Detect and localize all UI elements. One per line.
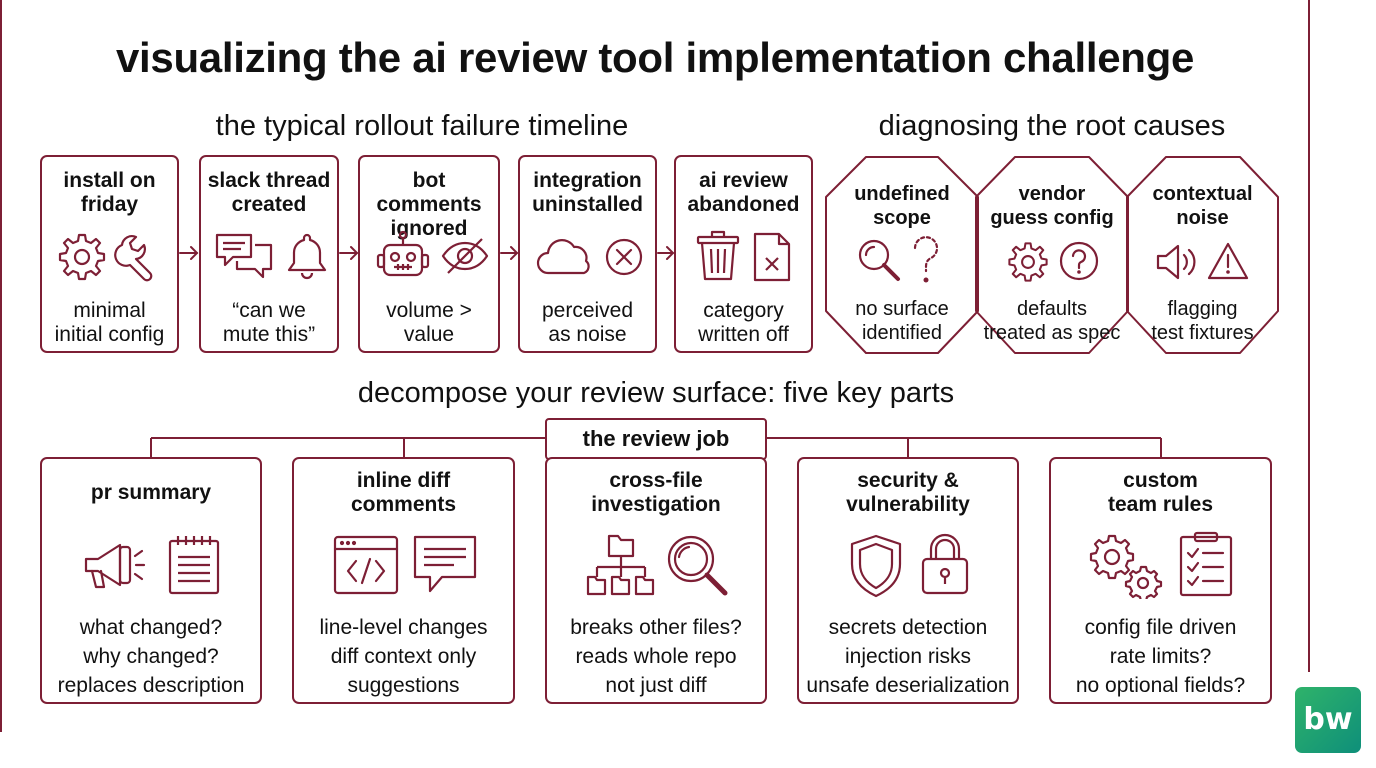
checklist-icon <box>1179 531 1233 597</box>
cause-undefined-scope: undefined scope no surface identified <box>826 157 978 353</box>
timeline-step-bot: bot comments ignored volume > value <box>358 155 500 353</box>
step-title: ai review abandoned <box>687 169 800 216</box>
gears-icon <box>1089 534 1163 599</box>
part-title: cross-file investigation <box>591 469 721 516</box>
frame-right-line <box>1308 0 1310 672</box>
step-desc: “can we mute this” <box>222 299 316 346</box>
part-title: inline diff comments <box>350 469 457 516</box>
megaphone-icon <box>84 543 146 589</box>
question-dotted-icon <box>913 236 939 283</box>
x-circle-icon <box>605 238 643 276</box>
part-custom-rules: custom team rules config file driven rat… <box>1049 457 1272 704</box>
timeline-step-abandoned: ai review abandoned category written off <box>674 155 813 353</box>
review-job-box: the review job <box>545 418 767 460</box>
part-desc: secrets detection injection risks unsafe… <box>806 616 1010 697</box>
warning-icon <box>1207 242 1249 280</box>
step-title: install on friday <box>63 169 156 216</box>
step-desc: category written off <box>698 299 789 346</box>
speaker-icon <box>1156 244 1196 280</box>
brand-logo: bw <box>1295 687 1361 753</box>
notepad-icon <box>168 536 220 595</box>
cause-contextual-noise: contextual noise flagging test fixtures <box>1127 157 1278 353</box>
shield-icon <box>850 534 902 598</box>
code-window-icon <box>333 535 399 595</box>
bell-icon <box>287 233 327 280</box>
robot-icon <box>376 230 430 277</box>
comment-icon <box>413 535 477 593</box>
part-desc: line-level changes diff context only sug… <box>319 616 488 697</box>
magnifier-icon <box>667 535 728 596</box>
file-x-icon <box>753 232 791 282</box>
decompose-heading: decompose your review surface: five key … <box>357 377 955 409</box>
timeline-step-slack: slack thread created “can we mute this” <box>199 155 339 353</box>
trash-icon <box>696 230 740 281</box>
part-cross-file: cross-file investigation breaks other fi… <box>545 457 767 704</box>
part-desc: config file driven rate limits? no optio… <box>1075 616 1246 697</box>
timeline-heading: the typical rollout failure timeline <box>215 110 629 142</box>
step-title: integration uninstalled <box>532 169 643 216</box>
eye-slash-icon <box>441 238 489 274</box>
gear-icon <box>1008 242 1048 282</box>
padlock-icon <box>921 533 969 595</box>
part-title: security & vulnerability <box>846 469 970 516</box>
folder-tree-icon <box>586 534 655 596</box>
step-desc: perceived as noise <box>541 299 634 346</box>
cause-vendor-config: vendor guess config defaults treated as … <box>976 157 1128 353</box>
step-desc: volume > value <box>386 299 472 346</box>
chat-bubbles-icon <box>215 233 273 279</box>
wrench-icon <box>114 235 153 282</box>
page-title: visualizing the ai review tool implement… <box>115 34 1195 81</box>
part-desc: what changed? why changed? replaces desc… <box>57 616 245 697</box>
gear-icon <box>58 233 106 281</box>
step-title: slack thread created <box>207 169 331 216</box>
question-circle-icon <box>1059 241 1099 281</box>
part-pr-summary: pr summary what changed? why changed? re… <box>40 457 262 704</box>
timeline-step-uninstall: integration uninstalled perceived as noi… <box>518 155 657 353</box>
cause-title: vendor guess config <box>990 183 1114 229</box>
part-title: pr summary <box>90 481 212 504</box>
step-title: bot comments ignored <box>376 169 482 240</box>
cause-title: contextual noise <box>1152 183 1253 229</box>
timeline-step-install: install on friday minimal initial config <box>40 155 179 353</box>
causes-heading: diagnosing the root causes <box>878 110 1226 142</box>
cause-desc: defaults treated as spec <box>983 298 1121 344</box>
cause-title: undefined scope <box>854 183 950 229</box>
cause-desc: flagging test fixtures <box>1151 298 1254 344</box>
part-inline-diff: inline diff comments line-level changes … <box>292 457 515 704</box>
step-desc: minimal initial config <box>54 299 165 346</box>
cause-desc: no surface identified <box>855 298 949 344</box>
part-desc: breaks other files? reads whole repo not… <box>570 616 742 697</box>
cloud-icon <box>536 239 590 275</box>
magnifier-icon <box>858 239 900 281</box>
part-title: custom team rules <box>1107 469 1214 516</box>
frame-left-line <box>0 0 2 732</box>
part-security: security & vulnerability secrets detecti… <box>797 457 1019 704</box>
